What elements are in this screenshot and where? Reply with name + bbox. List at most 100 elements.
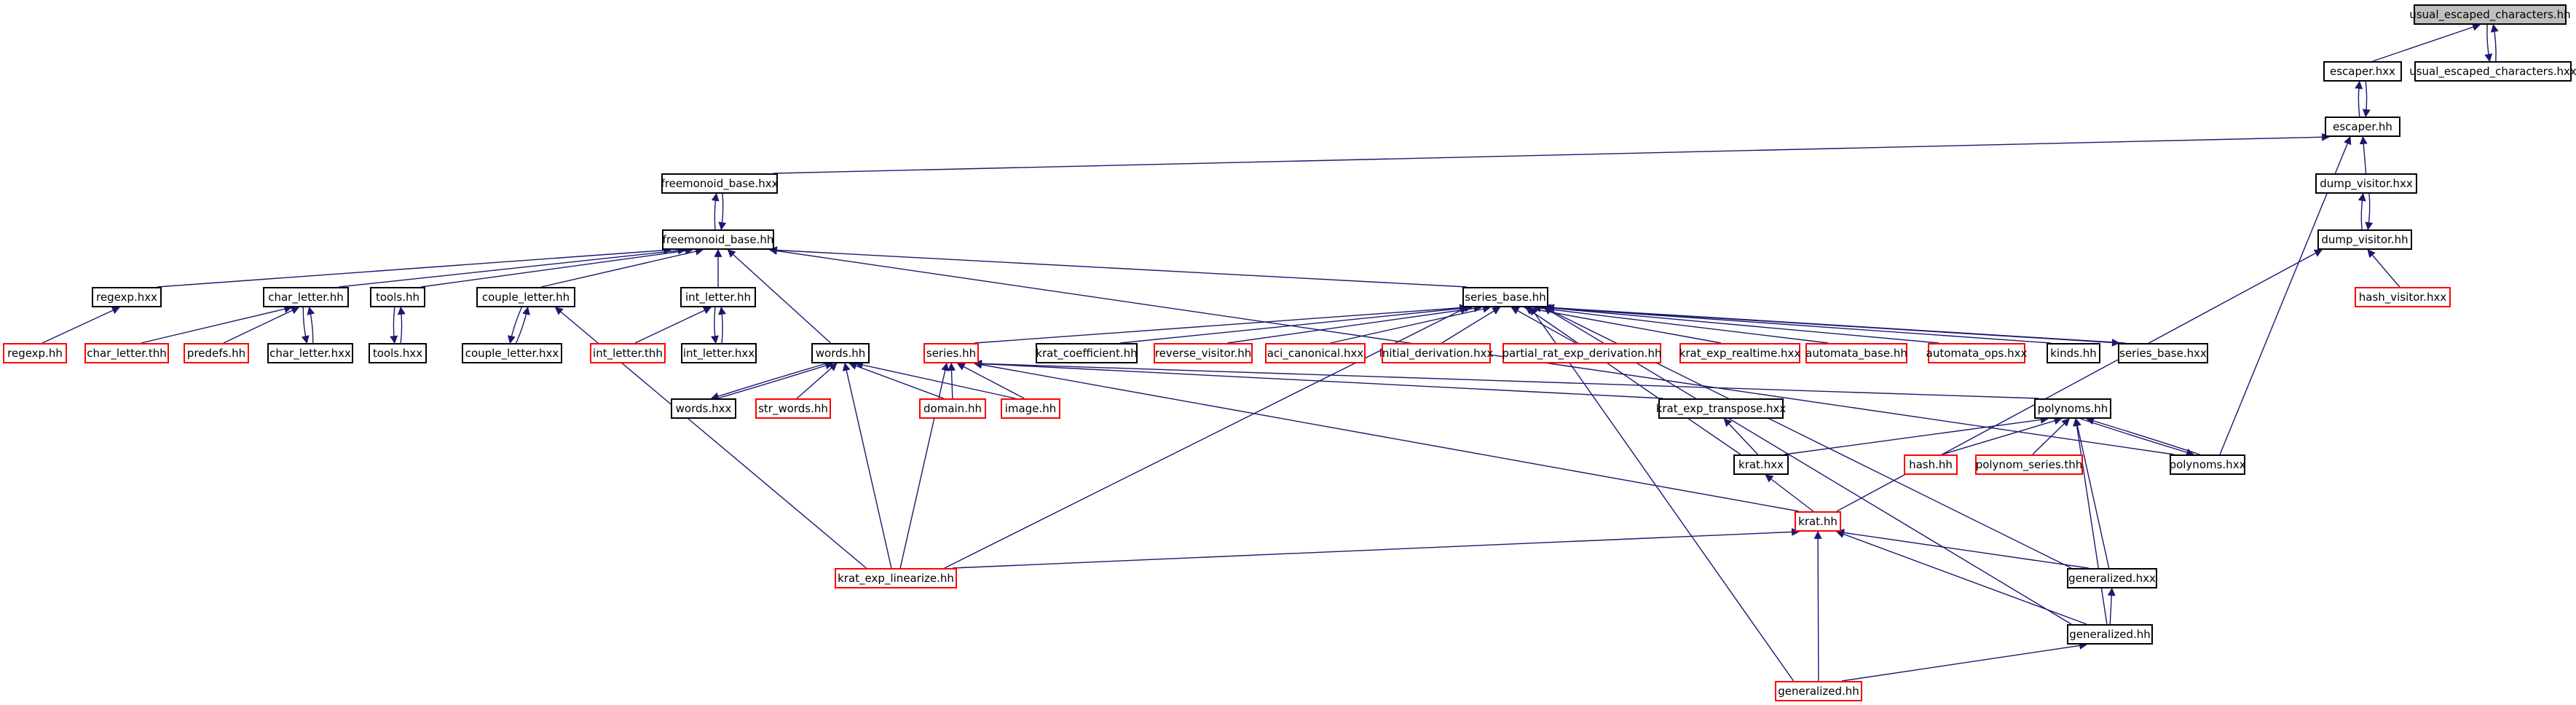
node-freemonoid-base-hh[interactable]: freemonoid_base.hh: [662, 229, 774, 250]
node-label: freemonoid_base.hxx: [661, 176, 779, 190]
node-words-hxx[interactable]: words.hxx: [671, 398, 736, 419]
edge-char-letter-hh-to-char-letter-hxx: [307, 306, 315, 344]
edge-words-hh-to-str-words-hh: [796, 363, 838, 399]
node-label: usual_escaped_characters.hxx: [2409, 64, 2576, 78]
node-image-hh[interactable]: image.hh: [1001, 398, 1060, 419]
node-tools-hxx[interactable]: tools.hxx: [369, 343, 427, 363]
node-tools-hh[interactable]: tools.hh: [370, 287, 425, 307]
node-label: krat_exp_transpose.hxx: [1655, 401, 1787, 415]
node-initial-derivation-hxx[interactable]: initial_derivation.hxx: [1379, 343, 1493, 363]
edge-escaper-hh-to-freemonoid-base-hxx: [773, 133, 2331, 174]
node-label: regexp.hh: [7, 346, 63, 360]
edge-couple-letter-hh-to-couple-letter-hxx: [516, 306, 531, 344]
node-int-letter-thh[interactable]: int_letter.thh: [590, 343, 666, 363]
edge-freemonoid-base-hh-to-series-base-hh: [768, 246, 1468, 288]
node-label: polynoms.hh: [2037, 401, 2108, 415]
node-char-letter-hh[interactable]: char_letter.hh: [263, 287, 349, 307]
edge-freemonoid-base-hh-to-regexp-hxx: [157, 246, 672, 288]
edge-krat-hh-to-krat-exp-linearize-hh: [952, 527, 1800, 569]
node-krat-hxx[interactable]: krat.hxx: [1733, 454, 1789, 475]
node-label: image.hh: [1004, 401, 1057, 415]
node-escaper-hh[interactable]: escaper.hh: [2325, 117, 2400, 137]
node-label: dump_visitor.hxx: [2320, 176, 2413, 190]
node-usual-escaped-characters-hxx[interactable]: usual_escaped_characters.hxx: [2409, 61, 2576, 82]
edge-dump-visitor-hh-to-hash-visitor-hxx: [2367, 249, 2400, 288]
node-label: series_base.hh: [1465, 290, 1546, 304]
node-label: kinds.hh: [2050, 346, 2097, 360]
edge-int-letter-hxx-to-int-letter-hh: [710, 307, 719, 344]
node-char-letter-hxx[interactable]: char_letter.hxx: [267, 343, 353, 363]
edge-series-base-hh-to-krat-exp-linearize-hh: [944, 307, 1468, 569]
node-hash-hh[interactable]: hash.hh: [1904, 454, 1958, 475]
node-dump-visitor-hh[interactable]: dump_visitor.hh: [2317, 229, 2412, 250]
edge-series-base-hh-to-krat-hxx: [1525, 307, 1741, 455]
node-freemonoid-base-hxx[interactable]: freemonoid_base.hxx: [661, 173, 779, 194]
node-regexp-hxx[interactable]: regexp.hxx: [92, 287, 162, 307]
edge-generalized-hxx-to-generalized-hh: [2107, 587, 2116, 625]
edge-int-letter-hh-to-int-letter-hxx: [718, 306, 727, 344]
node-dump-visitor-hxx[interactable]: dump_visitor.hxx: [2315, 173, 2417, 194]
edge-series-base-hh-to-initial-derivation-hxx: [1441, 307, 1501, 344]
edge-char-letter-hxx-to-char-letter-hh: [301, 307, 310, 344]
node-label: escaper.hxx: [2329, 64, 2396, 78]
node-words-hh[interactable]: words.hh: [811, 343, 870, 363]
node-automata-ops-hxx[interactable]: automata_ops.hxx: [1926, 343, 2027, 363]
edge-generalized-hh-to-generalized-hh-2: [1841, 642, 2088, 682]
node-kinds-hh[interactable]: kinds.hh: [2047, 343, 2100, 363]
node-regexp-hh[interactable]: regexp.hh: [3, 343, 67, 363]
node-label: partial_rat_exp_derivation.hh: [1502, 346, 1662, 360]
node-partial-rat-exp-derivation-hh[interactable]: partial_rat_exp_derivation.hh: [1502, 343, 1662, 363]
node-krat-exp-transpose-hxx[interactable]: krat_exp_transpose.hxx: [1655, 398, 1787, 419]
node-label: domain.hh: [923, 401, 982, 415]
node-reverse-visitor-hh[interactable]: reverse_visitor.hh: [1154, 343, 1253, 363]
node-label: escaper.hh: [2333, 119, 2392, 133]
node-polynoms-hh[interactable]: polynoms.hh: [2034, 398, 2111, 419]
edge-series-hh-to-domain-hh: [948, 362, 956, 399]
edge-polynoms-hh-to-krat-hxx: [1784, 415, 2049, 455]
node-escaper-hxx[interactable]: escaper.hxx: [2323, 61, 2402, 82]
node-hash-visitor-hxx[interactable]: hash_visitor.hxx: [2355, 287, 2451, 307]
node-krat-exp-linearize-hh[interactable]: krat_exp_linearize.hh: [835, 568, 957, 588]
edge-char-letter-hh-to-char-letter-thh: [141, 304, 293, 344]
node-label: tools.hh: [376, 290, 420, 304]
node-predefs-hh[interactable]: predefs.hh: [184, 343, 249, 363]
node-krat-hh[interactable]: krat.hh: [1795, 511, 1841, 532]
node-generalized-hh-2[interactable]: generalized.hh: [1775, 681, 1862, 701]
edge-krat-hh-to-generalized-hxx: [1835, 528, 2089, 569]
edge-polynoms-hh-to-polynoms-hxx: [2085, 417, 2200, 455]
node-label: krat_exp_linearize.hh: [838, 571, 954, 585]
node-automata-base-hh[interactable]: automata_base.hh: [1805, 343, 1907, 363]
node-usual-escaped-characters-hh[interactable]: usual_escaped_characters.hh: [2409, 4, 2571, 25]
node-int-letter-hh[interactable]: int_letter.hh: [680, 287, 756, 307]
node-label: series_base.hxx: [2119, 346, 2207, 360]
edge-freemonoid-base-hh-to-char-letter-hh: [339, 246, 686, 288]
edge-tools-hxx-to-tools-hh: [390, 307, 398, 344]
edge-regexp-hxx-to-regexp-hh: [42, 307, 120, 344]
node-polynom-series-thh[interactable]: polynom_series.thh: [1975, 454, 2083, 475]
node-label: polynom_series.thh: [1975, 457, 2083, 471]
node-label: hash_visitor.hxx: [2358, 290, 2447, 304]
node-couple-letter-hxx[interactable]: couple_letter.hxx: [462, 343, 562, 363]
edge-freemonoid-base-hh-to-couple-letter-hh: [540, 247, 704, 288]
node-generalized-hxx[interactable]: generalized.hxx: [2067, 568, 2157, 588]
node-couple-letter-hh[interactable]: couple_letter.hh: [476, 287, 575, 307]
node-series-base-hh[interactable]: series_base.hh: [1462, 287, 1548, 307]
node-label: automata_base.hh: [1805, 346, 1907, 360]
node-aci-canonical-hxx[interactable]: aci_canonical.hxx: [1265, 343, 1366, 363]
edge-dump-visitor-hxx-to-dump-visitor-hh: [2358, 192, 2366, 230]
node-series-hh[interactable]: series.hh: [923, 343, 979, 363]
node-char-letter-thh[interactable]: char_letter.thh: [84, 343, 169, 363]
node-krat-exp-realtime-hxx[interactable]: krat_exp_realtime.hxx: [1679, 343, 1800, 363]
edge-polynoms-hh-to-hash-hh: [1942, 417, 2063, 455]
node-label: int_letter.hh: [685, 290, 751, 304]
node-generalized-hh[interactable]: generalized.hh: [2067, 624, 2153, 645]
node-krat-coefficient-hh[interactable]: krat_coefficient.hh: [1036, 343, 1138, 363]
node-label: krat.hh: [1798, 514, 1838, 528]
edge-series-base-hh-to-reverse-visitor-hh: [1227, 304, 1482, 344]
edge-krat-hh-to-generalized-hh: [1835, 530, 2087, 625]
node-int-letter-hxx[interactable]: int_letter.hxx: [681, 343, 757, 363]
node-polynoms-hxx[interactable]: polynoms.hxx: [2170, 454, 2245, 475]
node-domain-hh[interactable]: domain.hh: [919, 398, 986, 419]
node-str-words-hh[interactable]: str_words.hh: [755, 398, 831, 419]
node-series-base-hxx[interactable]: series_base.hxx: [2118, 343, 2208, 363]
